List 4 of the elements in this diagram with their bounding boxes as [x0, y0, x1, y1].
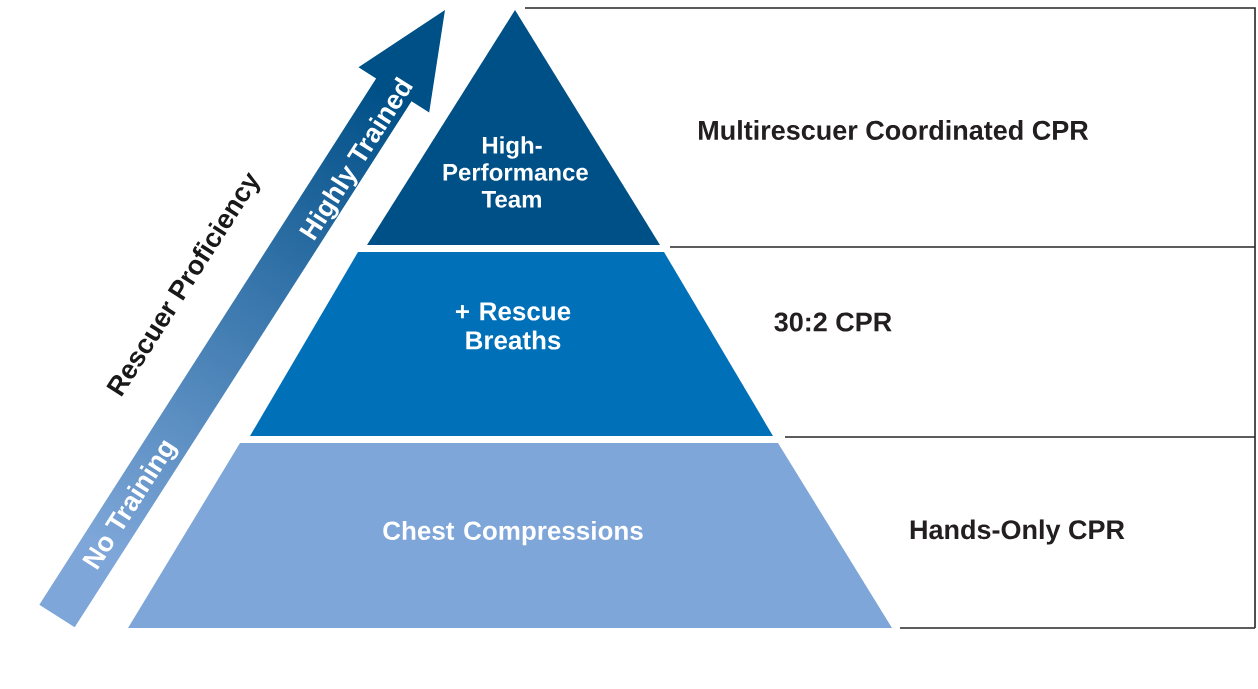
pyramid-tier: + Rescue Breaths [250, 252, 773, 436]
tier-label: Multirescuer Coordinated CPR [699, 120, 1089, 140]
tier-label: 30:2 CPR [774, 312, 892, 332]
tier-label: Hands-Only CPR [910, 519, 1125, 545]
